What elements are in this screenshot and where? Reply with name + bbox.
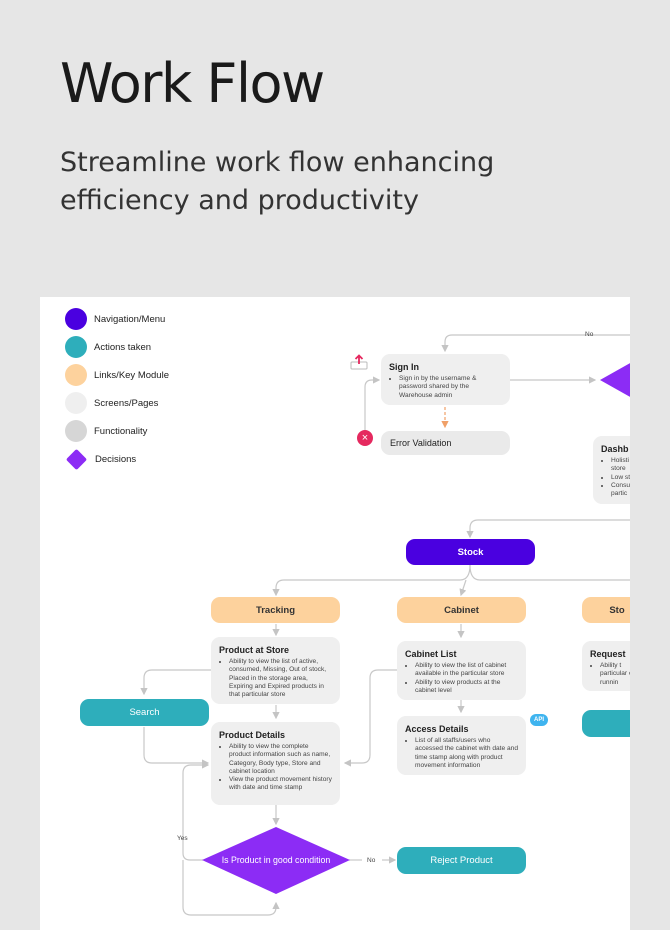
legend-decisions-swatch [65,448,88,470]
legend-actions-swatch [65,336,87,358]
page-title: Work Flow [60,52,325,115]
sign-in-screen[interactable]: Sign In Sign in by the username & passwo… [381,354,510,405]
no-label-top: No [585,331,594,338]
decision-text: Is Product in good condition [221,855,331,865]
cabinet-list-screen[interactable]: Cabinet List Ability to view the list of… [397,641,526,700]
product-details-bullet: Ability to view the complete product inf… [229,743,332,776]
no-label: No [367,857,376,864]
legend-navigation-swatch [65,308,87,330]
connector-lines [140,334,630,916]
workflow-board: Navigation/Menu Actions taken Links/Key … [40,297,630,930]
access-details-title: Access Details [405,724,469,734]
request-screen[interactable]: Request Ability t particular or runnin [582,641,630,691]
cabinet-list-bullet: Ability to view the list of cabinet avai… [415,662,518,679]
legend-label: Screens/Pages [94,397,159,409]
product-details-bullet: View the product movement history with d… [229,776,332,793]
upload-icon [350,354,368,370]
legend-label: Functionality [94,425,148,437]
legend-screens-swatch [65,392,87,414]
legend-label: Navigation/Menu [94,313,166,325]
sign-in-title: Sign In [389,362,419,372]
legend-actions: Actions taken [65,336,151,358]
dashboard-screen[interactable]: Dashb Holisti store Low st Consu partic [593,436,630,504]
legend-functionality-swatch [65,420,87,442]
signin-decision-diamond [600,363,630,397]
legend-decisions: Decisions [65,448,136,470]
legend-navigation: Navigation/Menu [65,308,165,330]
legend-label: Actions taken [94,341,152,353]
request-title: Request [590,649,626,659]
condition-decision[interactable]: Is Product in good condition [202,827,350,894]
tracking-module[interactable]: Tracking [211,597,340,623]
product-at-store-screen[interactable]: Product at Store Ability to view the lis… [211,637,340,704]
cabinet-list-bullet: Ability to view products at the cabinet … [415,679,518,696]
sign-in-bullet: Sign in by the username & password share… [399,375,502,400]
product-details-title: Product Details [219,730,286,740]
search-action[interactable]: Search [80,699,209,726]
stock-nav[interactable]: Stock [406,539,535,565]
legend-links: Links/Key Module [65,364,169,386]
request-bullet: Ability t particular or runnin [600,662,630,687]
legend-links-swatch [65,364,87,386]
dashboard-bullet: Holisti store [611,457,630,474]
dashboard-bullet: Low st [611,474,630,482]
product-at-store-bullet: Ability to view the list of active, cons… [229,658,332,699]
product-details-screen[interactable]: Product Details Ability to view the comp… [211,722,340,805]
dashboard-title: Dashb [601,444,629,454]
reject-product-action[interactable]: Reject Product [397,847,526,874]
error-validation[interactable]: Error Validation [381,431,510,455]
product-at-store-title: Product at Store [219,645,290,655]
page-subtitle: Streamline work flow enhancing efficienc… [60,147,495,216]
store-module[interactable]: Sto [582,597,630,623]
access-details-screen[interactable]: Access Details List of all staffs/users … [397,716,526,775]
store-action[interactable] [582,710,630,737]
dashboard-bullet: Consu partic [611,482,630,499]
api-cloud-icon: API [530,714,548,726]
yes-label: Yes [177,835,188,842]
condition-decision-diamond [202,827,350,894]
legend-label: Links/Key Module [94,369,169,381]
cabinet-list-title: Cabinet List [405,649,457,659]
legend-screens: Screens/Pages [65,392,158,414]
cabinet-module[interactable]: Cabinet [397,597,526,623]
error-icon: × [357,430,373,446]
legend-functionality: Functionality [65,420,147,442]
access-details-bullet: List of all staffs/users who accessed th… [415,737,518,770]
legend-label: Decisions [95,453,137,465]
